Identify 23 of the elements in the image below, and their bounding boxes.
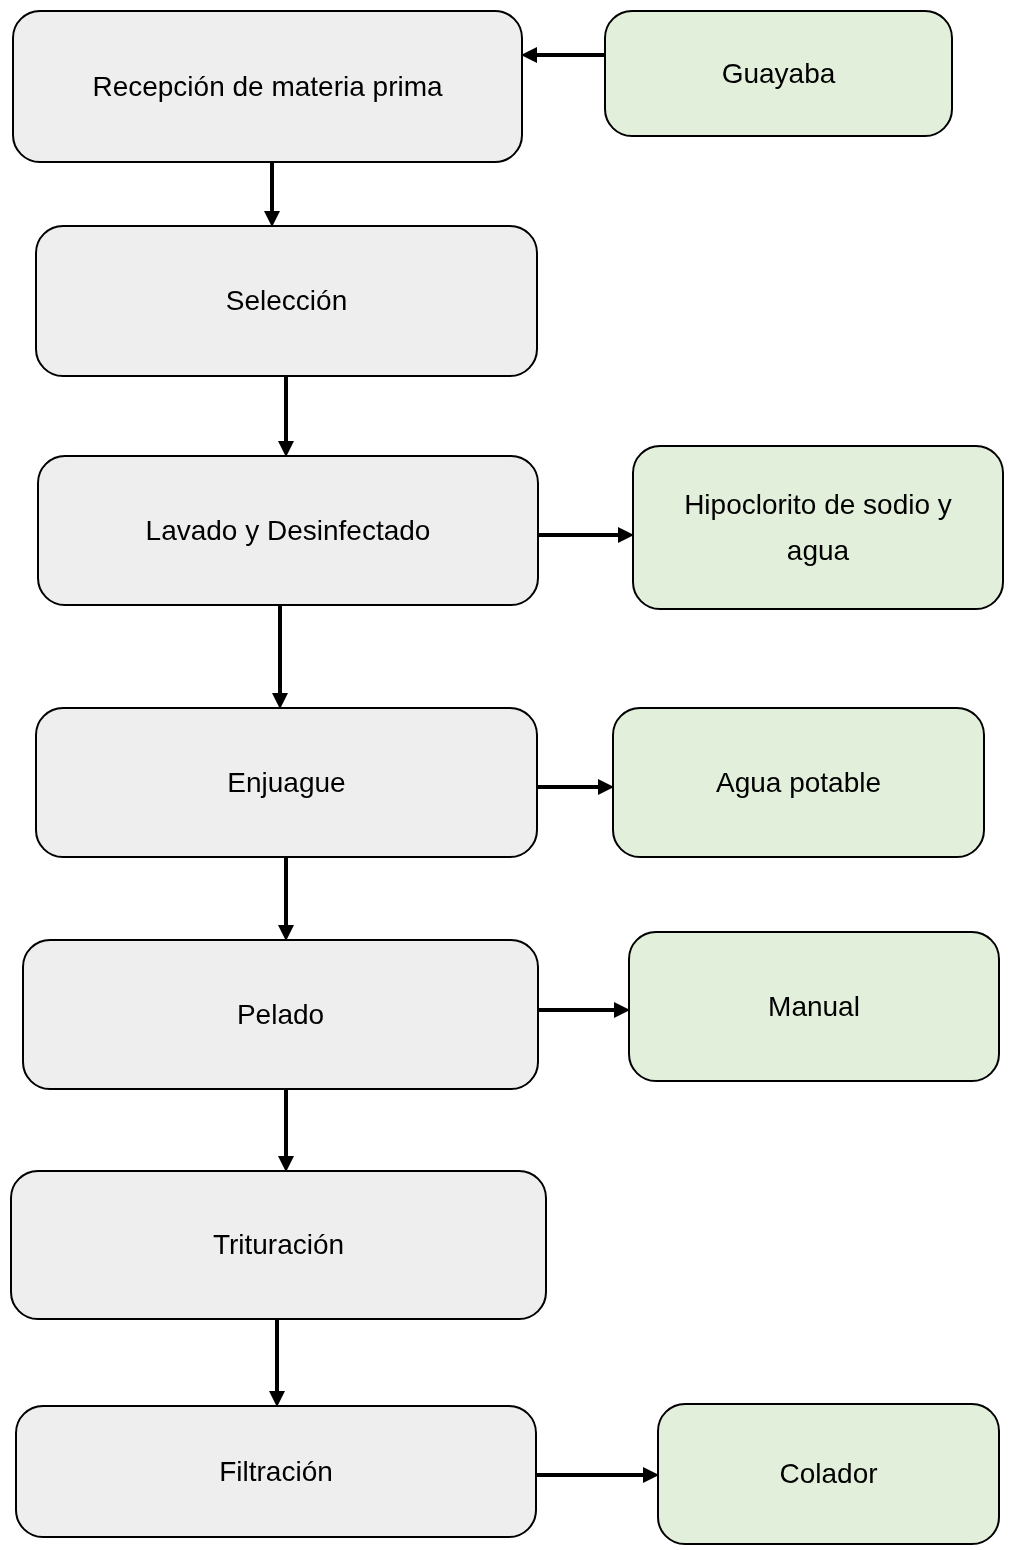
input-box: Agua potable <box>612 707 985 858</box>
arrow <box>539 1002 630 1018</box>
arrow <box>539 527 634 543</box>
process-box: Recepción de materia prima <box>12 10 523 163</box>
arrow <box>278 858 294 941</box>
arrow <box>272 606 288 709</box>
arrow <box>521 47 604 63</box>
input-box: Colador <box>657 1403 1000 1545</box>
process-box: Lavado y Desinfectado <box>37 455 539 606</box>
arrow <box>278 377 294 457</box>
arrow <box>269 1320 285 1407</box>
process-box: Enjuague <box>35 707 538 858</box>
input-box: Manual <box>628 931 1000 1082</box>
input-box: Guayaba <box>604 10 953 137</box>
process-box: Filtración <box>15 1405 537 1538</box>
process-box: Pelado <box>22 939 539 1090</box>
process-box: Selección <box>35 225 538 377</box>
arrow <box>278 1090 294 1172</box>
arrow <box>537 1467 659 1483</box>
arrow <box>538 779 614 795</box>
process-box: Trituración <box>10 1170 547 1320</box>
arrow <box>264 163 280 227</box>
input-box: Hipoclorito de sodio y agua <box>632 445 1004 610</box>
